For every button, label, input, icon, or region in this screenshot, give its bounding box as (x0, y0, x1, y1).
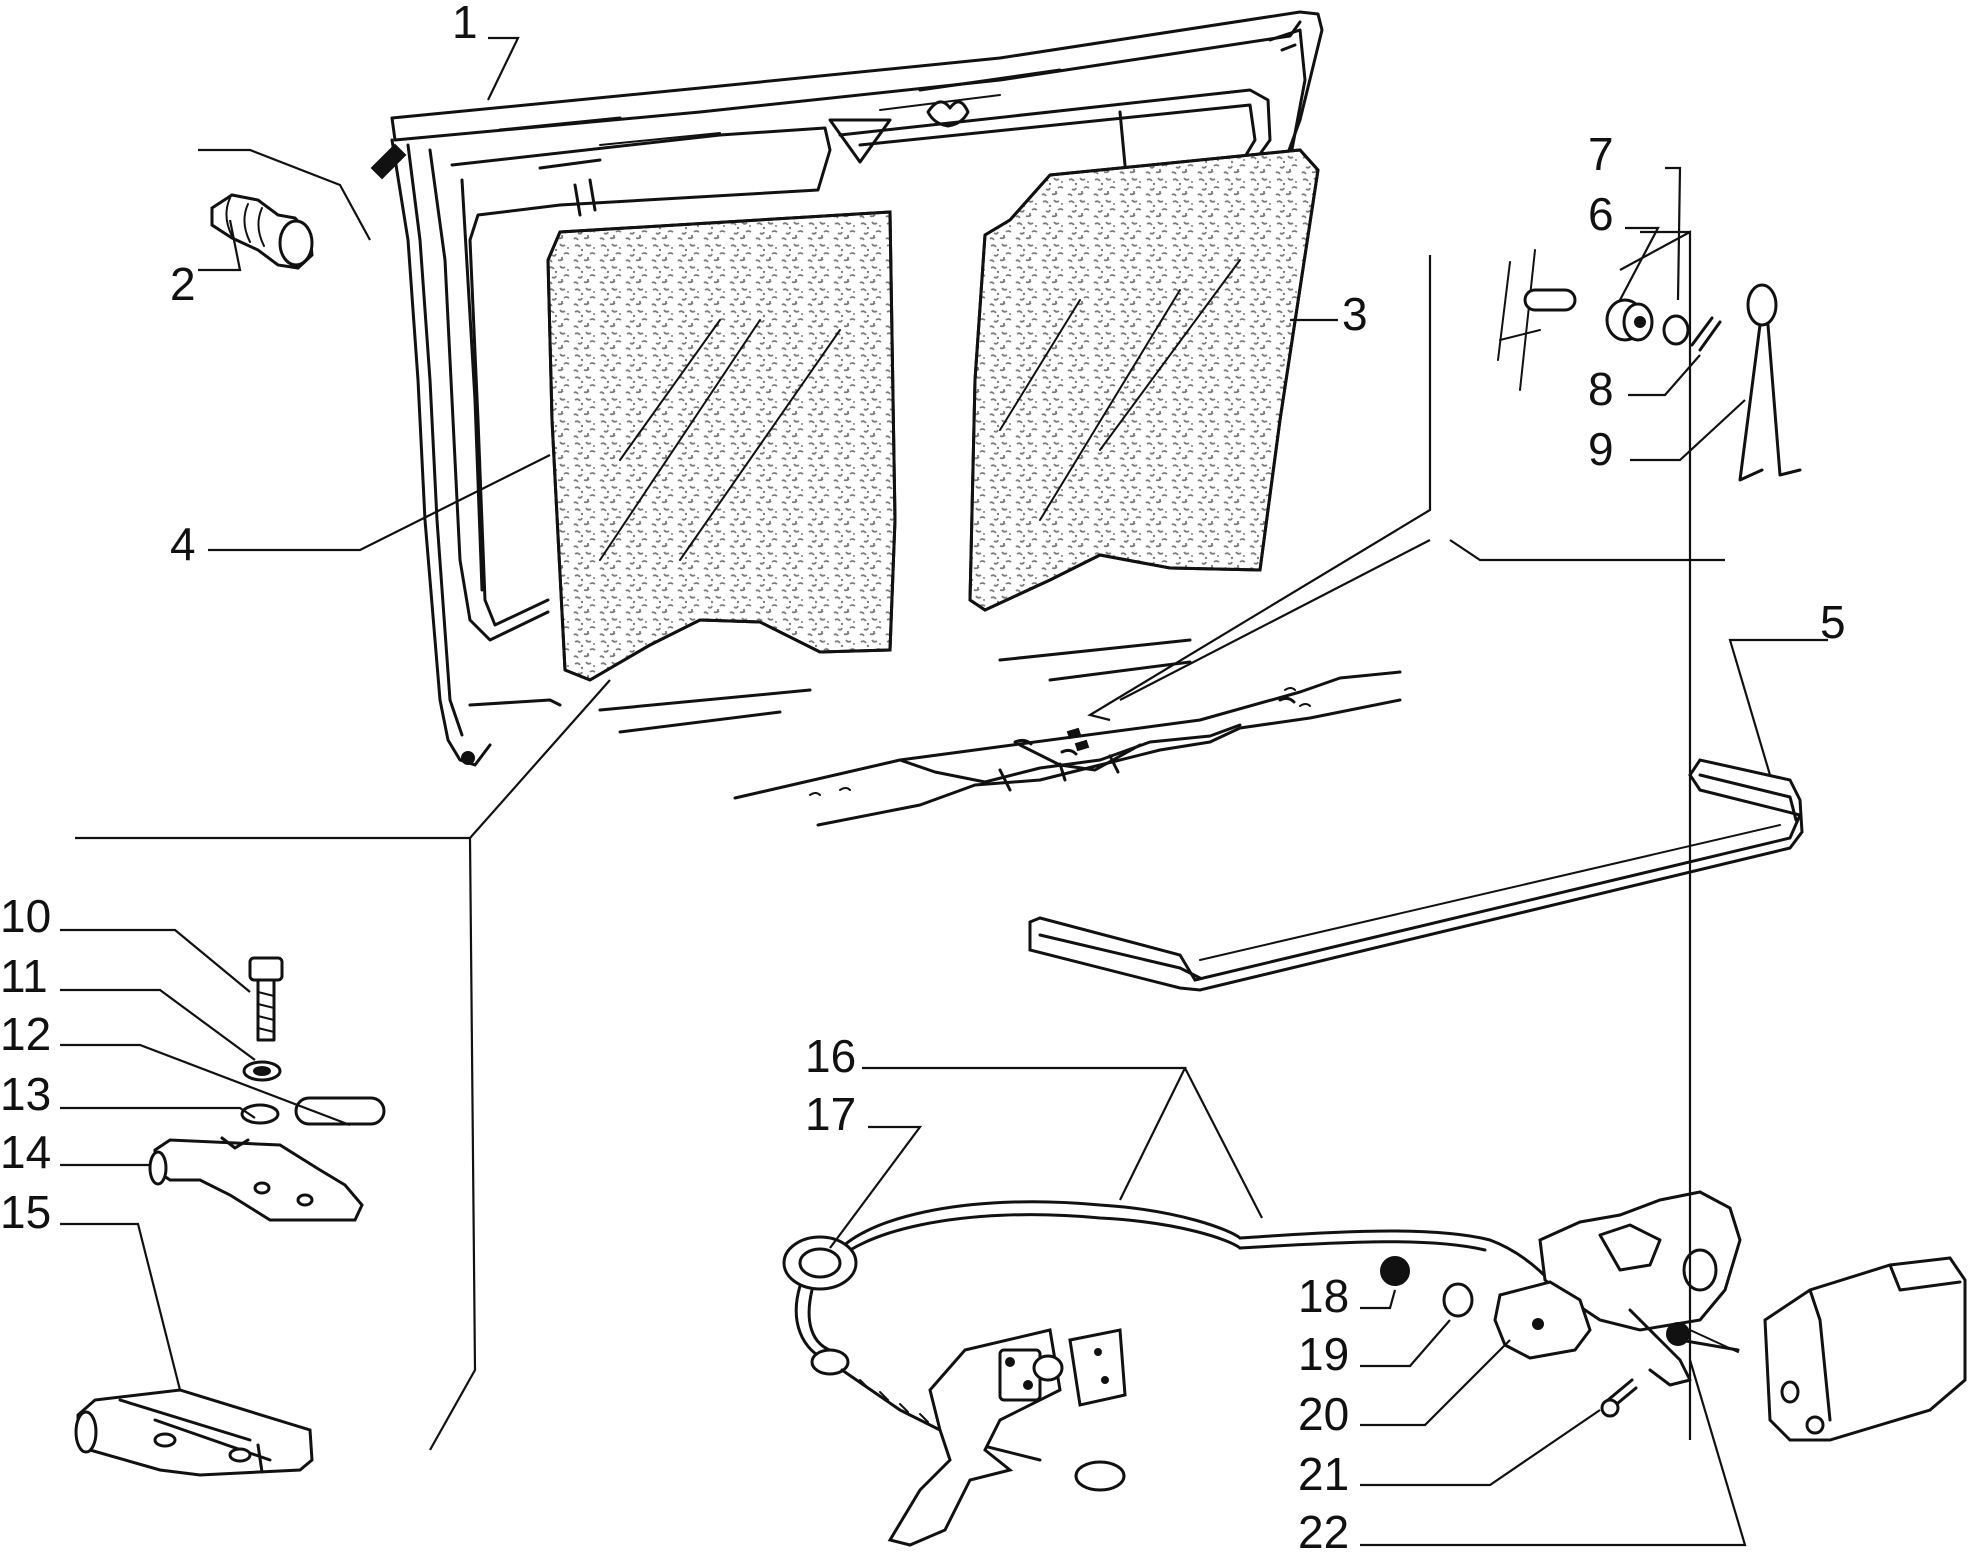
callout-1: 1 (452, 0, 478, 48)
release-cable (782, 1200, 1572, 1492)
callout-12: 12 (0, 1008, 51, 1060)
callout-18: 18 (1298, 1270, 1349, 1322)
callout-10: 10 (0, 890, 51, 942)
callout-16: 16 (805, 1030, 856, 1082)
pivot-pin-assembly (1497, 249, 1802, 482)
callout-labels: 1 2 3 4 5 6 7 8 9 10 11 12 13 14 15 16 1… (0, 0, 1846, 1558)
callout-2: 2 (170, 258, 196, 310)
callout-9: 9 (1588, 423, 1614, 475)
callout-19: 19 (1298, 1328, 1349, 1380)
tailgate-seal (1028, 758, 1804, 992)
callout-20: 20 (1298, 1388, 1349, 1440)
left-window-glass (546, 210, 897, 682)
leader-lines (60, 36, 1828, 1547)
body-sill-panel (733, 670, 1402, 827)
callout-17: 17 (805, 1088, 856, 1140)
callout-13: 13 (0, 1068, 51, 1120)
tailgate-frame (370, 10, 1324, 767)
right-window-glass (968, 148, 1320, 612)
callout-3: 3 (1342, 288, 1368, 340)
callout-21: 21 (1298, 1448, 1349, 1500)
callout-7: 7 (1588, 128, 1614, 180)
callout-14: 14 (0, 1126, 51, 1178)
lock-mechanism (1380, 1190, 1967, 1442)
release-lever-bracket (887, 1328, 1127, 1547)
callout-11: 11 (0, 950, 48, 1002)
callout-5: 5 (1820, 596, 1846, 648)
callout-22: 22 (1298, 1506, 1349, 1558)
callout-8: 8 (1588, 363, 1614, 415)
rubber-stop-plug (210, 193, 314, 270)
callout-4: 4 (170, 518, 196, 570)
hinge-bolt-assembly (148, 956, 386, 1222)
callout-6: 6 (1588, 188, 1614, 240)
lower-hinge-plate (74, 1388, 314, 1477)
callout-15: 15 (0, 1186, 51, 1238)
